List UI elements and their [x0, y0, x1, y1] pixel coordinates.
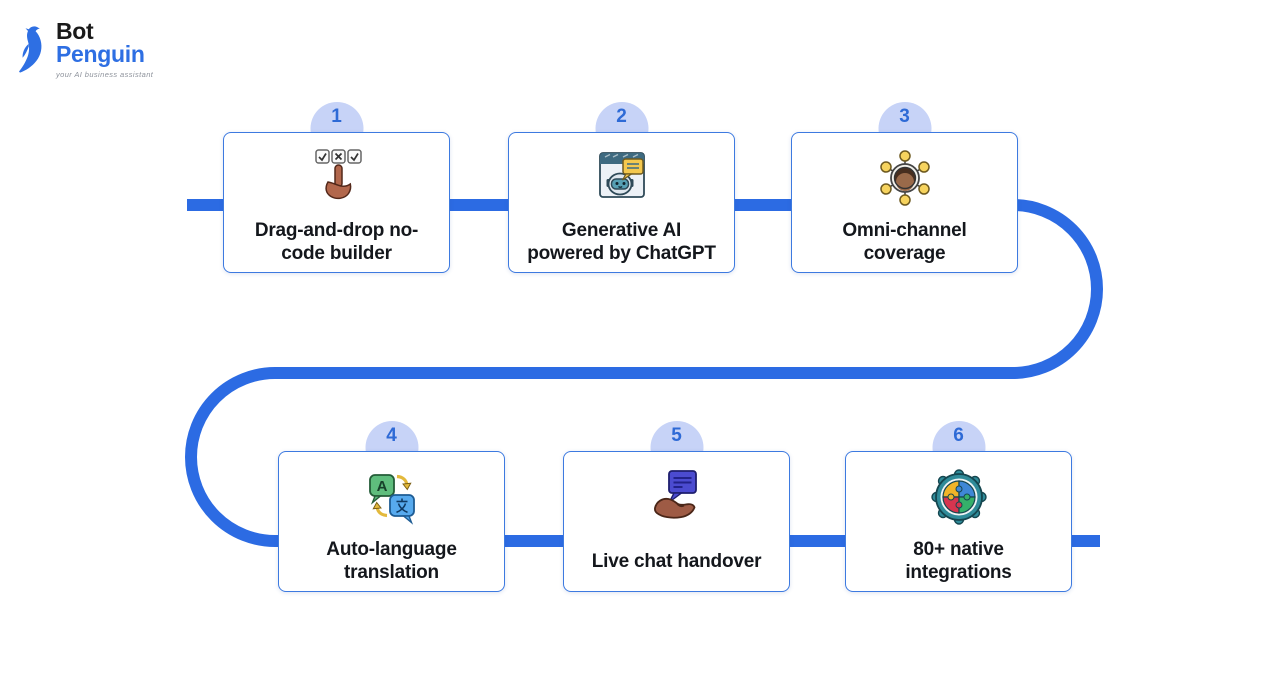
step-card-3: 3: [791, 102, 1018, 273]
step-label: Live chat handover: [591, 550, 762, 572]
step-card-body: Omni-channel coverage: [791, 132, 1018, 273]
step-card-body: A Auto-language translation: [278, 451, 505, 592]
step-card-6: 6: [845, 421, 1072, 592]
step-card-body: Generative AI powered by ChatGPT: [508, 132, 735, 273]
step-card-5: 5 Live chat handover: [563, 421, 790, 592]
step-number: 3: [899, 106, 910, 127]
logo-text-penguin: Penguin: [56, 41, 145, 67]
penguin-logo-icon: [19, 26, 42, 73]
step-label: Generative AI powered by ChatGPT: [527, 220, 716, 264]
step-number: 6: [953, 425, 964, 446]
step-card-2: 2 Generat: [508, 102, 735, 273]
step-number: 4: [386, 425, 397, 446]
user-network-icon: [879, 150, 930, 206]
logo-text-bot: Bot: [56, 18, 94, 44]
step-number: 2: [616, 106, 627, 127]
logo-tagline: your AI business assistant: [56, 70, 154, 79]
step-number: 1: [331, 106, 342, 127]
checkbox-tap-icon: [314, 149, 362, 200]
language-translation-icon: A: [368, 474, 415, 525]
ai-chatbot-window-icon: [598, 152, 645, 198]
step-card-body: Live chat handover: [563, 451, 790, 592]
step-card-4: 4 A: [278, 421, 505, 592]
step-label: Auto-language translation: [326, 539, 457, 583]
step-card-1: 1 Drag-and-drop no- code builder: [223, 102, 450, 273]
step-label: Drag-and-drop no- code builder: [254, 220, 419, 264]
puzzle-gear-icon: [930, 469, 987, 525]
step-number: 5: [671, 425, 682, 446]
step-card-body: 80+ native integrations: [845, 451, 1072, 592]
step-label: Omni-channel coverage: [842, 220, 967, 264]
svg-text:A: A: [376, 478, 387, 495]
step-label: 80+ native integrations: [905, 539, 1012, 583]
botpenguin-logo: Bot Penguin your AI business assistant: [16, 20, 153, 82]
step-card-body: Drag-and-drop no- code builder: [223, 132, 450, 273]
chat-handover-hand-icon: [653, 470, 697, 519]
